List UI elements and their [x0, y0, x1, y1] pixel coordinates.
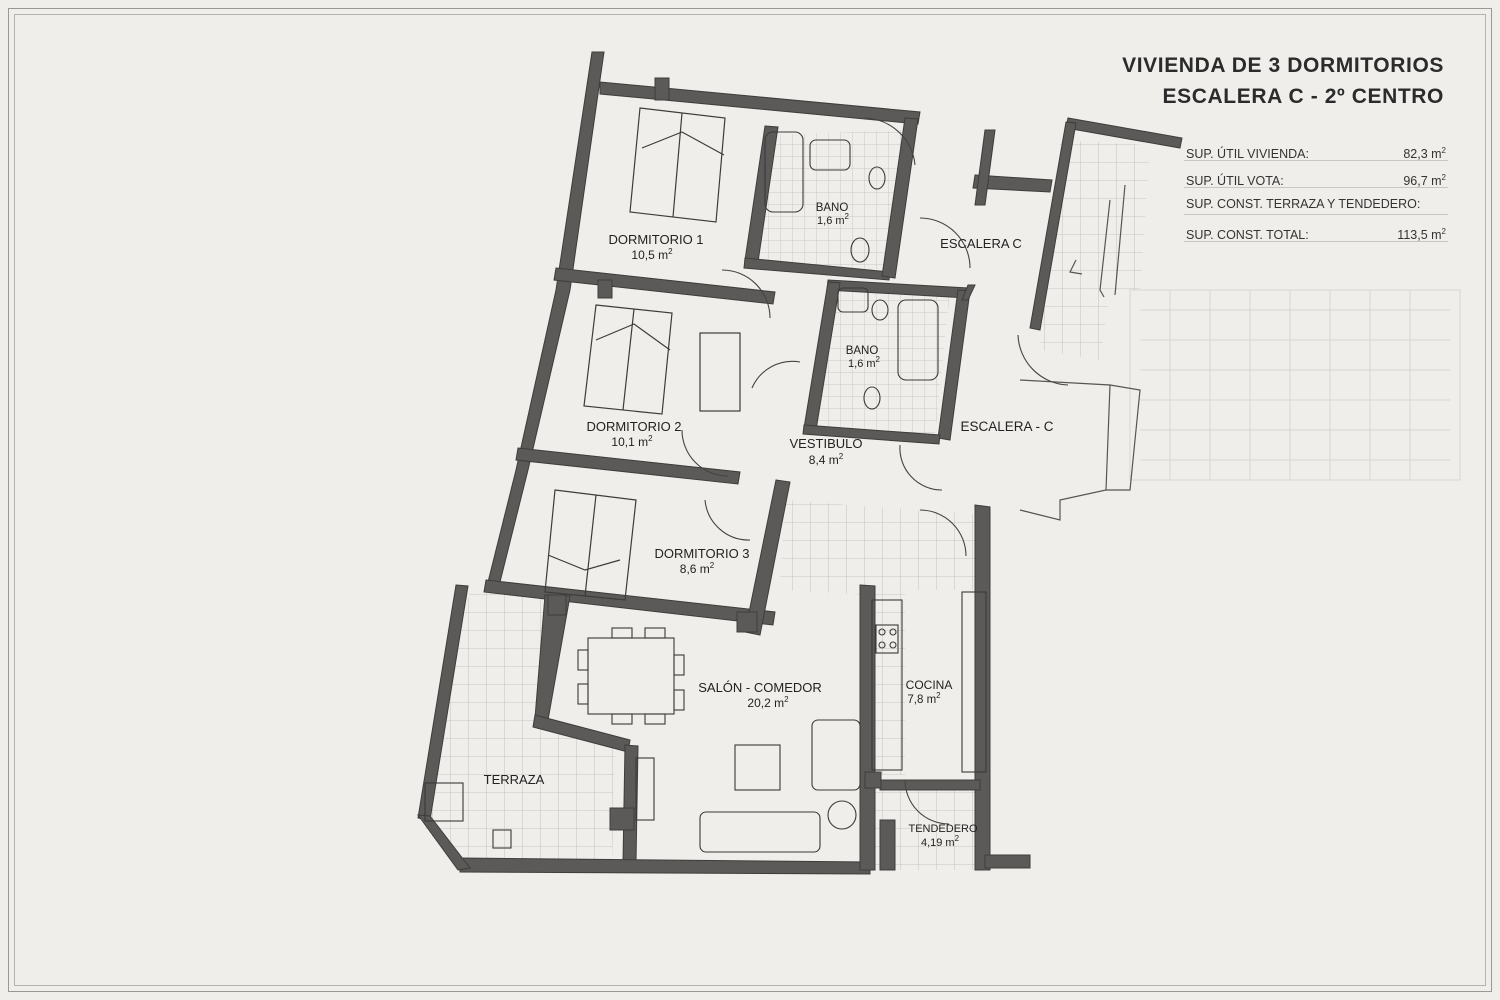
planter-icon	[424, 782, 464, 822]
bathtub-icon	[897, 299, 939, 381]
toilet-icon	[868, 166, 886, 190]
cocina-area: 7,8 m2	[907, 691, 941, 706]
bano2-area: 1,6 m2	[848, 355, 881, 370]
tendedero-area: 4,19 m2	[921, 834, 960, 849]
dormitorio3-name: DORMITORIO 3	[654, 546, 749, 561]
bathtub-icon	[764, 131, 804, 213]
vestibulo-name: VESTIBULO	[790, 436, 863, 451]
dormitorio3-area: 8,6 m2	[680, 561, 715, 576]
sink-icon	[809, 139, 851, 171]
kitchen-counter	[961, 591, 987, 773]
tiled-floors	[418, 130, 1150, 870]
dining-table-icon	[587, 637, 675, 715]
toilet-icon	[871, 299, 889, 321]
plant-icon	[827, 800, 857, 830]
planter-icon	[492, 829, 512, 849]
escalera-mid-name: ESCALERA - C	[960, 419, 1053, 434]
bed-double-icon	[544, 489, 637, 601]
tv-unit-icon	[635, 757, 655, 821]
terraza-floor	[418, 590, 615, 868]
salon-name: SALÓN - COMEDOR	[698, 680, 822, 695]
site-plan-watermark	[1129, 289, 1461, 481]
title-line-1: VIVIENDA DE 3 DORMITORIOS	[1122, 54, 1444, 77]
escalera-top-name: ESCALERA C	[940, 236, 1022, 251]
bidet-icon	[850, 237, 870, 263]
inner-frame	[14, 14, 1486, 986]
area-row: SUP. CONST. TOTAL: 113,5 m2	[1184, 215, 1448, 242]
terraza-name: TERRAZA	[484, 772, 545, 787]
vestibulo-area: 8,4 m2	[809, 452, 844, 467]
bano1-area: 1,6 m2	[817, 212, 850, 227]
stair	[1019, 184, 1141, 521]
area-row: SUP. CONST. TERRAZA Y TENDEDERO:	[1184, 188, 1448, 215]
salon-area: 20,2 m2	[747, 695, 789, 710]
room-labels: DORMITORIO 1 10,5 m2 BANO 1,6 m2 BANO 1,…	[484, 202, 1054, 849]
cocina-name: COCINA	[906, 678, 953, 692]
sink-icon	[837, 287, 869, 313]
area-row: SUP. ÚTIL VIVIENDA: 82,3 m2	[1184, 134, 1448, 161]
area-value: 96,7 m2	[1403, 173, 1446, 189]
tendedero-floor	[870, 780, 990, 870]
walls	[416, 51, 1183, 875]
area-label: SUP. ÚTIL VOTA:	[1186, 174, 1284, 189]
plan-title: VIVIENDA DE 3 DORMITORIOS ESCALERA C - 2…	[1024, 50, 1444, 112]
coffee-table-icon	[734, 744, 781, 791]
area-label: SUP. CONST. TOTAL:	[1186, 228, 1309, 243]
kitchen-counter	[871, 599, 903, 771]
dormitorio1-name: DORMITORIO 1	[608, 232, 703, 247]
area-value: 82,3 m2	[1403, 146, 1446, 162]
bed-double-icon	[629, 107, 726, 223]
area-label: SUP. ÚTIL VIVIENDA:	[1186, 147, 1309, 162]
dormitorio2-name: DORMITORIO 2	[586, 419, 681, 434]
bath-fixtures	[764, 131, 939, 410]
outer-frame	[8, 8, 1492, 992]
stair-treads	[1040, 140, 1150, 360]
beds	[544, 107, 741, 601]
sofa-icon	[699, 811, 821, 853]
title-line-2: ESCALERA C - 2º CENTRO	[1162, 85, 1444, 108]
cooktop-icon	[875, 624, 899, 654]
area-value: 113,5 m2	[1397, 227, 1446, 243]
bidet-icon	[863, 386, 881, 410]
area-label: SUP. CONST. TERRAZA Y TENDEDERO:	[1186, 197, 1421, 211]
doors	[681, 117, 1069, 825]
dormitorio1-area: 10,5 m2	[631, 247, 673, 262]
area-table: SUP. ÚTIL VIVIENDA: 82,3 m2 SUP. ÚTIL VO…	[1184, 134, 1448, 242]
dormitorio2-area: 10,1 m2	[611, 434, 653, 449]
living-furniture	[424, 627, 861, 853]
bed-single-icon	[699, 332, 741, 412]
bano2-floor	[810, 285, 950, 435]
armchair-icon	[811, 719, 861, 791]
bano2-name: BANO	[846, 345, 879, 357]
kitchen-floor	[780, 500, 985, 775]
area-row: SUP. ÚTIL VOTA: 96,7 m2	[1184, 161, 1448, 188]
bed-double-icon	[583, 304, 673, 415]
bano1-floor	[745, 130, 905, 270]
kitchen-fixtures	[871, 591, 987, 773]
bano1-name: BANO	[816, 202, 849, 214]
tendedero-name: TENDEDERO	[908, 823, 978, 835]
